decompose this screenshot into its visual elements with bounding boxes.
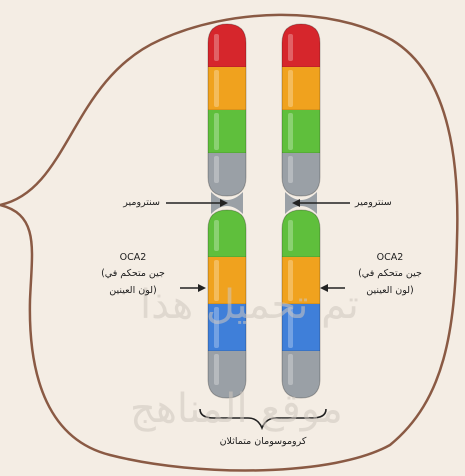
right-chromosome-upper-arm-band-highlight bbox=[288, 113, 293, 150]
chromosome-layer bbox=[208, 24, 320, 398]
right-chromosome-upper-arm-band-highlight bbox=[288, 70, 293, 107]
left-chromosome bbox=[208, 24, 246, 398]
right-chromosome bbox=[282, 24, 320, 398]
left-chromosome-lower-arm-band-green bbox=[208, 210, 246, 258]
centromere-label-right: سنترومير bbox=[355, 197, 392, 209]
right-chromosome-upper-arm-band-gray bbox=[282, 153, 320, 196]
right-chromosome-upper-arm-band-highlight bbox=[288, 34, 293, 61]
left-chromosome-upper-arm-band-highlight bbox=[214, 70, 219, 107]
right-chromosome-upper-arm-band-green bbox=[282, 110, 320, 154]
right-chromosome-upper-arm-band-red bbox=[282, 24, 320, 68]
gene-name-right: OCA2 bbox=[377, 252, 404, 263]
left-chromosome-lower-arm-band-highlight bbox=[214, 220, 219, 251]
left-chromosome-upper-arm-band-orange bbox=[208, 67, 246, 111]
gene-desc-left-line-1: (جين متحكم في bbox=[88, 268, 178, 280]
gene-desc-label-left: (جين متحكم في لون العينين) bbox=[88, 268, 178, 297]
left-chromosome-upper-arm-band-red bbox=[208, 24, 246, 68]
left-chromosome-upper-arm-band-highlight bbox=[214, 34, 219, 61]
centromere-label-left: سنترومير bbox=[123, 197, 160, 209]
right-chromosome-upper-arm-band-orange bbox=[282, 67, 320, 111]
gene-desc-left-line-2: لون العينين) bbox=[88, 285, 178, 297]
right-chromosome-lower-arm-band-highlight bbox=[288, 354, 293, 385]
gene-name-label-left: OCA2 bbox=[88, 252, 178, 264]
gene-name-left: OCA2 bbox=[120, 252, 147, 263]
left-chromosome-upper-arm-band-highlight bbox=[214, 156, 219, 183]
gene-desc-right-line-2: لون العينين) bbox=[345, 285, 435, 297]
watermark-line-2: موقع المناهج bbox=[130, 386, 343, 432]
left-chromosome-lower-arm-band-highlight bbox=[214, 354, 219, 385]
left-chromosome-upper-arm-band-green bbox=[208, 110, 246, 154]
left-chromosome-upper-arm-band-highlight bbox=[214, 113, 219, 150]
homologous-pair-label: كروموسومان متماثلان bbox=[200, 436, 326, 448]
right-chromosome-upper-arm-band-highlight bbox=[288, 156, 293, 183]
gene-desc-label-right: (جين متحكم في لون العينين) bbox=[345, 268, 435, 297]
gene-desc-right-line-1: (جين متحكم في bbox=[345, 268, 435, 280]
right-chromosome-lower-arm-band-green bbox=[282, 210, 320, 258]
left-chromosome-upper-arm-band-gray bbox=[208, 153, 246, 196]
gene-name-label-right: OCA2 bbox=[345, 252, 435, 264]
right-chromosome-lower-arm-band-highlight bbox=[288, 220, 293, 251]
